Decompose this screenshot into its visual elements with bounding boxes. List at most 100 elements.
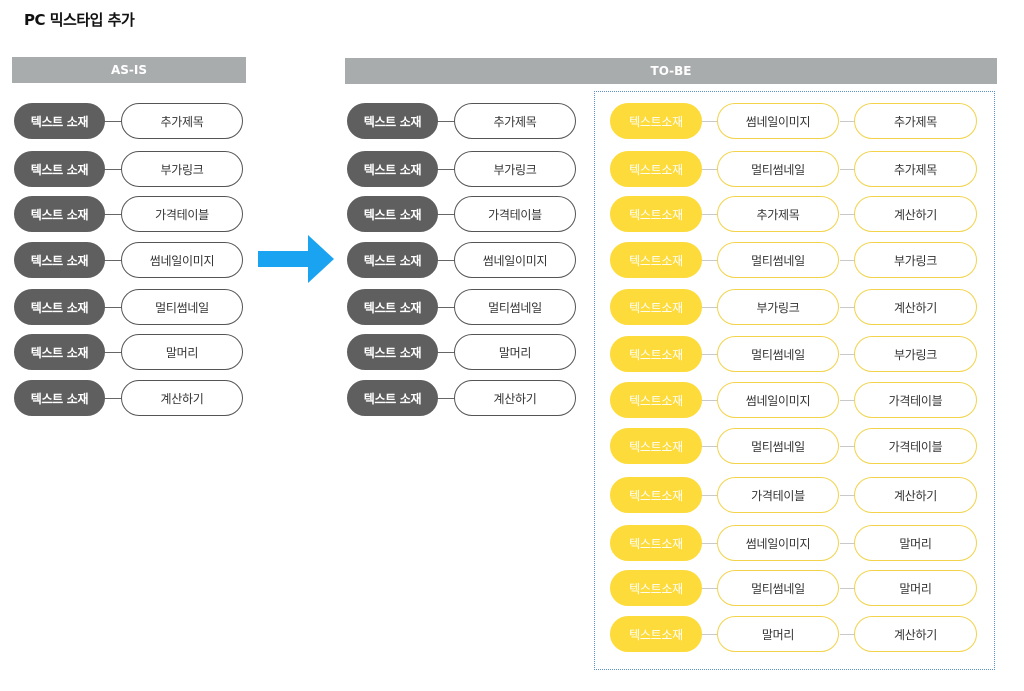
text-material-pill: 텍스트소재 xyxy=(610,616,702,652)
as-is-row: 텍스트 소재 멀티썸네일 xyxy=(14,289,244,327)
first-extension-pill: 부가링크 xyxy=(717,289,839,325)
extension-pill: 멀티썸네일 xyxy=(121,289,243,325)
text-material-pill: 텍스트 소재 xyxy=(347,242,438,278)
mix-row: 텍스트소재 추가제목 계산하기 xyxy=(610,196,978,234)
first-extension-pill: 멀티썸네일 xyxy=(717,428,839,464)
first-extension-pill: 가격테이블 xyxy=(717,477,839,513)
connector-line xyxy=(433,260,473,261)
extension-pill: 부가링크 xyxy=(454,151,576,187)
connector-line xyxy=(433,352,473,353)
connector-line xyxy=(433,214,473,215)
extension-pill: 썸네일이미지 xyxy=(121,242,243,278)
text-material-pill: 텍스트소재 xyxy=(610,151,702,187)
as-is-row: 텍스트 소재 말머리 xyxy=(14,334,244,372)
connector-line xyxy=(100,352,140,353)
text-material-pill: 텍스트 소재 xyxy=(14,380,105,416)
extension-pill: 계산하기 xyxy=(121,380,243,416)
second-extension-pill: 가격테이블 xyxy=(854,428,977,464)
connector-line xyxy=(100,214,140,215)
text-material-pill: 텍스트 소재 xyxy=(347,196,438,232)
connector-line xyxy=(696,214,736,215)
extension-pill: 말머리 xyxy=(121,334,243,370)
to-be-row: 텍스트 소재 썸네일이미지 xyxy=(347,242,577,280)
first-extension-pill: 추가제목 xyxy=(717,196,839,232)
text-material-pill: 텍스트소재 xyxy=(610,382,702,418)
connector-line xyxy=(433,307,473,308)
text-material-pill: 텍스트소재 xyxy=(610,196,702,232)
extension-pill: 가격테이블 xyxy=(121,196,243,232)
to-be-row: 텍스트 소재 가격테이블 xyxy=(347,196,577,234)
text-material-pill: 텍스트소재 xyxy=(610,428,702,464)
as-is-row: 텍스트 소재 계산하기 xyxy=(14,380,244,418)
text-material-pill: 텍스트 소재 xyxy=(347,289,438,325)
first-extension-pill: 말머리 xyxy=(717,616,839,652)
second-extension-pill: 추가제목 xyxy=(854,103,977,139)
connector-line xyxy=(696,307,736,308)
text-material-pill: 텍스트 소재 xyxy=(347,334,438,370)
as-is-row: 텍스트 소재 부가링크 xyxy=(14,151,244,189)
first-extension-pill: 썸네일이미지 xyxy=(717,103,839,139)
text-material-pill: 텍스트소재 xyxy=(610,336,702,372)
connector-line xyxy=(100,121,140,122)
to-be-row: 텍스트 소재 말머리 xyxy=(347,334,577,372)
first-extension-pill: 멀티썸네일 xyxy=(717,242,839,278)
connector-line xyxy=(433,121,473,122)
mix-row: 텍스트소재 말머리 계산하기 xyxy=(610,616,978,654)
extension-pill: 추가제목 xyxy=(121,103,243,139)
connector-line xyxy=(696,543,736,544)
connector-line xyxy=(100,260,140,261)
extension-pill: 부가링크 xyxy=(121,151,243,187)
connector-line xyxy=(100,398,140,399)
connector-line xyxy=(696,495,736,496)
extension-pill: 추가제목 xyxy=(454,103,576,139)
connector-line xyxy=(433,398,473,399)
first-extension-pill: 썸네일이미지 xyxy=(717,382,839,418)
text-material-pill: 텍스트소재 xyxy=(610,525,702,561)
extension-pill: 썸네일이미지 xyxy=(454,242,576,278)
text-material-pill: 텍스트 소재 xyxy=(14,151,105,187)
mix-row: 텍스트소재 가격테이블 계산하기 xyxy=(610,477,978,515)
second-extension-pill: 계산하기 xyxy=(854,289,977,325)
second-extension-pill: 부가링크 xyxy=(854,242,977,278)
connector-line xyxy=(696,354,736,355)
connector-line xyxy=(696,446,736,447)
extension-pill: 계산하기 xyxy=(454,380,576,416)
connector-line xyxy=(696,121,736,122)
text-material-pill: 텍스트 소재 xyxy=(14,103,105,139)
text-material-pill: 텍스트소재 xyxy=(610,289,702,325)
second-extension-pill: 말머리 xyxy=(854,525,977,561)
mix-type-group-box xyxy=(594,91,995,670)
mix-row: 텍스트소재 멀티썸네일 부가링크 xyxy=(610,336,978,374)
connector-line xyxy=(696,588,736,589)
to-be-row: 텍스트 소재 추가제목 xyxy=(347,103,577,141)
to-be-row: 텍스트 소재 계산하기 xyxy=(347,380,577,418)
to-be-row: 텍스트 소재 부가링크 xyxy=(347,151,577,189)
connector-line xyxy=(100,169,140,170)
text-material-pill: 텍스트소재 xyxy=(610,477,702,513)
text-material-pill: 텍스트 소재 xyxy=(14,196,105,232)
as-is-row: 텍스트 소재 추가제목 xyxy=(14,103,244,141)
text-material-pill: 텍스트 소재 xyxy=(347,151,438,187)
text-material-pill: 텍스트소재 xyxy=(610,570,702,606)
text-material-pill: 텍스트 소재 xyxy=(14,242,105,278)
text-material-pill: 텍스트 소재 xyxy=(14,289,105,325)
as-is-row: 텍스트 소재 썸네일이미지 xyxy=(14,242,244,280)
second-extension-pill: 계산하기 xyxy=(854,616,977,652)
mix-row: 텍스트소재 썸네일이미지 가격테이블 xyxy=(610,382,978,420)
second-extension-pill: 가격테이블 xyxy=(854,382,977,418)
connector-line xyxy=(100,307,140,308)
connector-line xyxy=(696,169,736,170)
mix-row: 텍스트소재 부가링크 계산하기 xyxy=(610,289,978,327)
second-extension-pill: 계산하기 xyxy=(854,196,977,232)
second-extension-pill: 추가제목 xyxy=(854,151,977,187)
mix-row: 텍스트소재 멀티썸네일 가격테이블 xyxy=(610,428,978,466)
first-extension-pill: 멀티썸네일 xyxy=(717,570,839,606)
right-arrow-icon xyxy=(258,235,334,283)
connector-line xyxy=(433,169,473,170)
second-extension-pill: 부가링크 xyxy=(854,336,977,372)
mix-row: 텍스트소재 멀티썸네일 부가링크 xyxy=(610,242,978,280)
text-material-pill: 텍스트 소재 xyxy=(347,380,438,416)
text-material-pill: 텍스트 소재 xyxy=(347,103,438,139)
first-extension-pill: 멀티썸네일 xyxy=(717,336,839,372)
page-title: PC 믹스타입 추가 xyxy=(24,11,135,29)
